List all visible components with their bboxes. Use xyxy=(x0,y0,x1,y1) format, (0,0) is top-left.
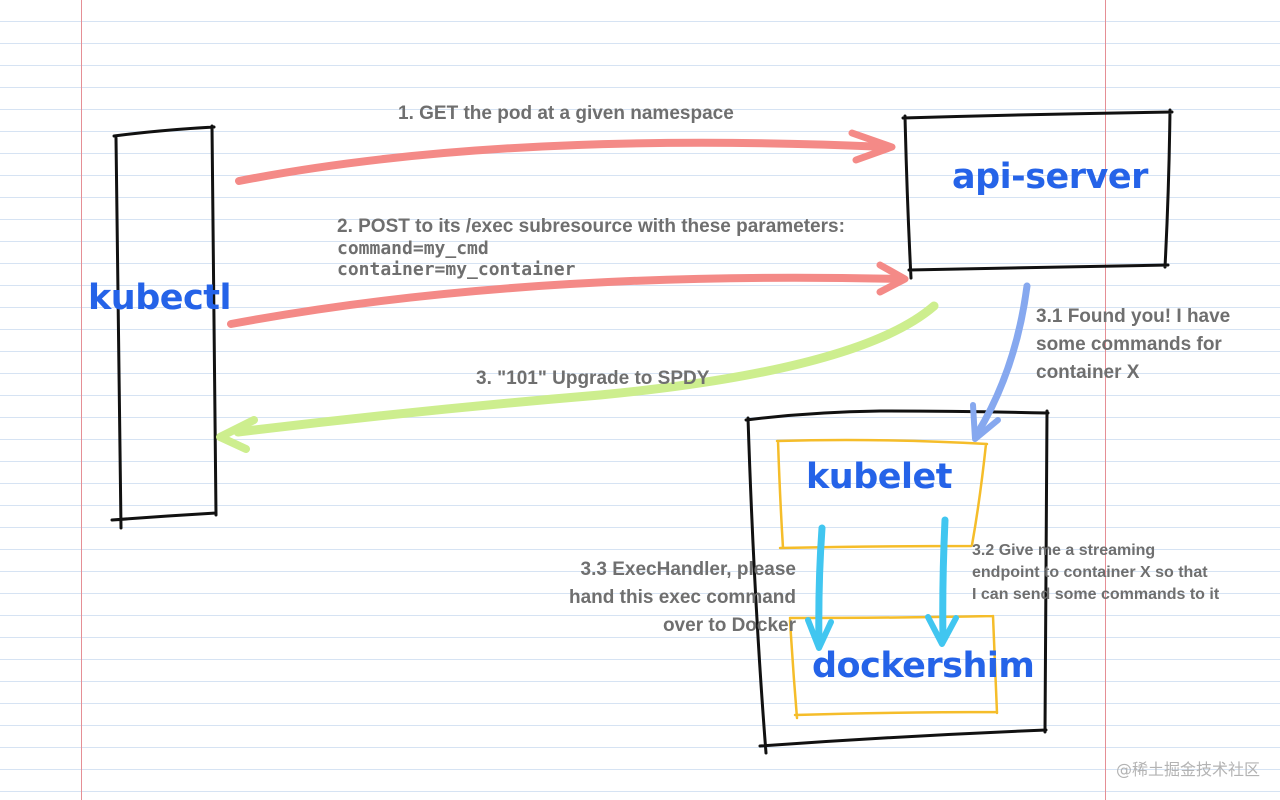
step2-title: 2. POST to its /exec subresource with th… xyxy=(337,216,845,237)
kubectl-label: kubectl xyxy=(88,278,231,318)
api-server-label: api-server xyxy=(952,157,1148,197)
step3-2-arrow xyxy=(939,516,949,644)
step3-1-line: some commands for xyxy=(1036,334,1222,355)
step3-3-arrowhead xyxy=(805,617,834,651)
kubelet-label: kubelet xyxy=(806,457,952,497)
watermark: @稀土掘金技术社区 xyxy=(1115,760,1260,779)
step3-2-line: 3.2 Give me a streaming xyxy=(972,542,1156,559)
step3-1-note: 3.1 Found you! I have some commands for … xyxy=(1036,303,1230,387)
step3-arrow xyxy=(233,301,939,437)
step1-arrow xyxy=(235,138,891,185)
step2-arrow xyxy=(227,273,906,328)
step3-2-note: 3.2 Give me a streaming endpoint to cont… xyxy=(972,540,1219,606)
step3-note: 3. "101" Upgrade to SPDY xyxy=(476,368,710,389)
step2-arrowhead xyxy=(876,261,909,296)
step2-param-command: command=my_cmd xyxy=(337,238,489,259)
step3-1-line: container X xyxy=(1036,362,1140,383)
step3-2-line: endpoint to container X so that xyxy=(972,564,1208,581)
step3-1-arrow xyxy=(973,282,1031,438)
step3-2-arrowhead xyxy=(925,614,959,647)
step3-3-note: 3.3 ExecHandler, please hand this exec c… xyxy=(520,556,796,640)
dockershim-box xyxy=(788,614,999,720)
kubectl-box xyxy=(110,124,218,530)
kubelet-box xyxy=(775,438,989,550)
dockershim-label: dockershim xyxy=(812,646,1035,686)
step3-3-line: over to Docker xyxy=(662,615,796,636)
right-margin-line xyxy=(1105,0,1106,800)
step1-arrowhead xyxy=(848,129,896,164)
step3-3-arrow xyxy=(815,524,826,649)
node-box xyxy=(744,409,1050,755)
step3-3-line: 3.3 ExecHandler, please xyxy=(580,559,796,580)
step3-1-arrowhead xyxy=(970,402,1001,442)
left-margin-line xyxy=(81,0,82,800)
step3-arrowhead xyxy=(216,416,258,453)
api-server-box xyxy=(901,108,1174,280)
step3-3-line: hand this exec command xyxy=(568,587,796,608)
step3-1-line: 3.1 Found you! I have xyxy=(1036,306,1231,327)
step2-param-container: container=my_container xyxy=(337,259,576,280)
step3-2-line: I can send some commands to it xyxy=(972,586,1220,603)
step1-note: 1. GET the pod at a given namespace xyxy=(398,103,734,124)
step2-note: 2. POST to its /exec subresource with th… xyxy=(337,216,845,280)
